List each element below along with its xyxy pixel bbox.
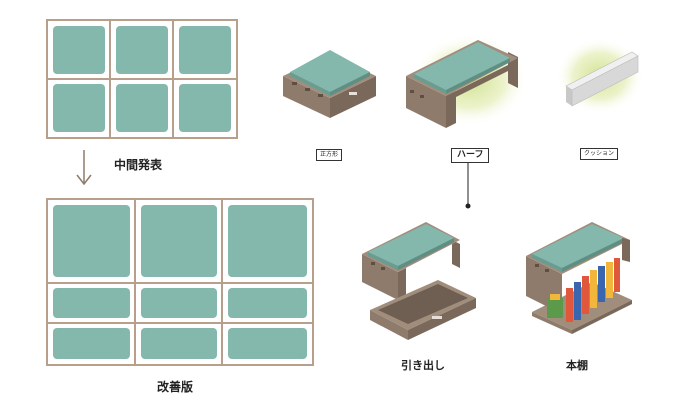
bookshelf-configuration-illustration	[526, 222, 632, 334]
down-arrow-icon	[76, 150, 92, 186]
book	[598, 266, 605, 302]
interim-cushion	[116, 26, 168, 74]
improved-cushion	[53, 288, 130, 318]
interim-cushion	[53, 26, 105, 74]
book	[547, 298, 563, 318]
square-module-illustration	[283, 50, 376, 118]
interim-cushion	[179, 84, 231, 132]
connector-line	[465, 162, 471, 209]
interim-cushion	[116, 84, 168, 132]
improved-cushion	[141, 288, 217, 318]
half-module-illustration	[406, 34, 528, 128]
interim-layout-grid	[46, 19, 238, 139]
book	[614, 258, 620, 292]
improved-cushion	[141, 328, 217, 359]
improved-cushion	[228, 328, 307, 359]
improved-cushion	[53, 205, 130, 277]
cushion-tag: クッション	[580, 148, 619, 160]
square-tag: 正方形	[316, 149, 343, 161]
book	[566, 288, 573, 322]
improved-layout-grid	[46, 198, 314, 366]
improved-cushion	[53, 328, 130, 359]
drawer-label: 引き出し	[401, 359, 445, 372]
interim-cushion	[179, 26, 231, 74]
improved-cushion	[141, 205, 217, 277]
book	[582, 276, 589, 314]
cushion-illustration	[556, 38, 644, 114]
book	[590, 270, 597, 308]
improved-cushion	[228, 205, 307, 277]
book	[550, 294, 560, 300]
interim-label: 中間発表	[114, 158, 163, 172]
improved-label: 改善版	[157, 380, 194, 394]
half-tag: ハーフ	[451, 148, 490, 163]
drawer-configuration-illustration	[362, 222, 476, 340]
improved-cushion	[228, 288, 307, 318]
bookshelf-label: 本棚	[566, 359, 588, 372]
book	[606, 262, 613, 298]
interim-cushion	[53, 84, 105, 132]
book	[574, 282, 581, 320]
